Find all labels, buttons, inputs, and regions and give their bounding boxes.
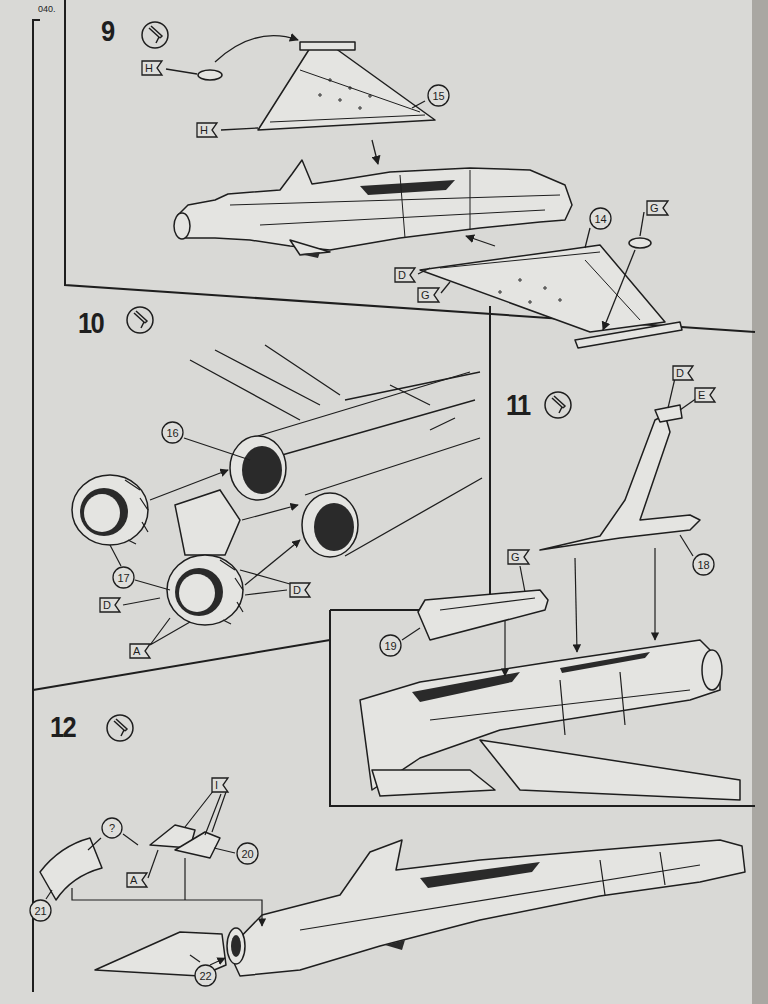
outline [102,818,122,838]
decal-tag: G [646,200,669,216]
callout-number: 18 [697,559,709,571]
outline [162,422,183,443]
outline [380,635,401,656]
outline [508,550,529,564]
callout-circle: 21 [29,899,52,922]
callout-circle: 15 [427,84,450,107]
decal-letter: G [421,289,430,301]
outline [647,201,668,215]
decal-tag: G [507,549,530,565]
outline [695,388,715,402]
decal-tag: A [129,643,151,659]
outline [30,900,51,921]
callout-number: 20 [241,848,253,860]
step-number: 12 [50,710,75,743]
decal-tag: D [99,597,121,613]
outline [673,366,693,380]
decal-letter: A [133,645,140,657]
outline [693,554,714,575]
outline [428,85,449,106]
callout-circle: 22 [194,964,217,987]
decal-tag: H [196,122,218,138]
decal-letter: D [398,269,406,281]
page-code: 040. [38,4,56,14]
decal-tag: G [417,287,440,303]
outline [395,268,415,282]
decal-letter: H [200,124,208,136]
decal-tag: E [694,387,716,403]
step-number: 10 [78,306,103,339]
outline [290,583,310,597]
decal-letter: D [676,367,684,379]
outline [418,288,439,302]
callout-number: 19 [384,640,396,652]
outline [142,61,162,75]
outline [212,778,228,792]
decal-tag: D [289,582,311,598]
decal-letter: H [145,62,153,74]
outline [127,873,147,887]
outline [113,567,134,588]
step-number: 11 [506,388,530,421]
outline [590,208,611,229]
callout-number: 14 [594,213,606,225]
decal-tag: D [672,365,694,381]
outline [237,843,258,864]
decal-letter: D [293,584,301,596]
callout-circle: 17 [112,566,135,589]
callout-circle: 20 [236,842,259,865]
tag-outline [211,777,229,793]
decal-letter: I [215,779,218,791]
decal-tag: I [211,777,229,793]
outline [197,123,217,137]
decal-letter: G [511,551,520,563]
decal-tag: A [126,872,148,888]
callout-number: 22 [199,970,211,982]
decal-letter: G [650,202,659,214]
decal-letter: A [130,874,137,886]
step-number: 9 [101,14,113,47]
decal-tag: D [394,267,416,283]
callout-number: 17 [117,572,129,584]
callout-number: 21 [34,905,46,917]
callout-circle: ? [101,817,123,839]
callout-circle: 14 [589,207,612,230]
callout-circle: 16 [161,421,184,444]
callout-circle: 19 [379,634,402,657]
outline [195,965,216,986]
decal-letter: D [103,599,111,611]
callout-circle: 18 [692,553,715,576]
callout-number: 16 [166,427,178,439]
outline [130,644,150,658]
decal-letter: E [698,389,705,401]
callout-number: 15 [432,90,444,102]
decal-tag: H [141,60,163,76]
callout-number: ? [109,822,115,834]
outline [100,598,120,612]
